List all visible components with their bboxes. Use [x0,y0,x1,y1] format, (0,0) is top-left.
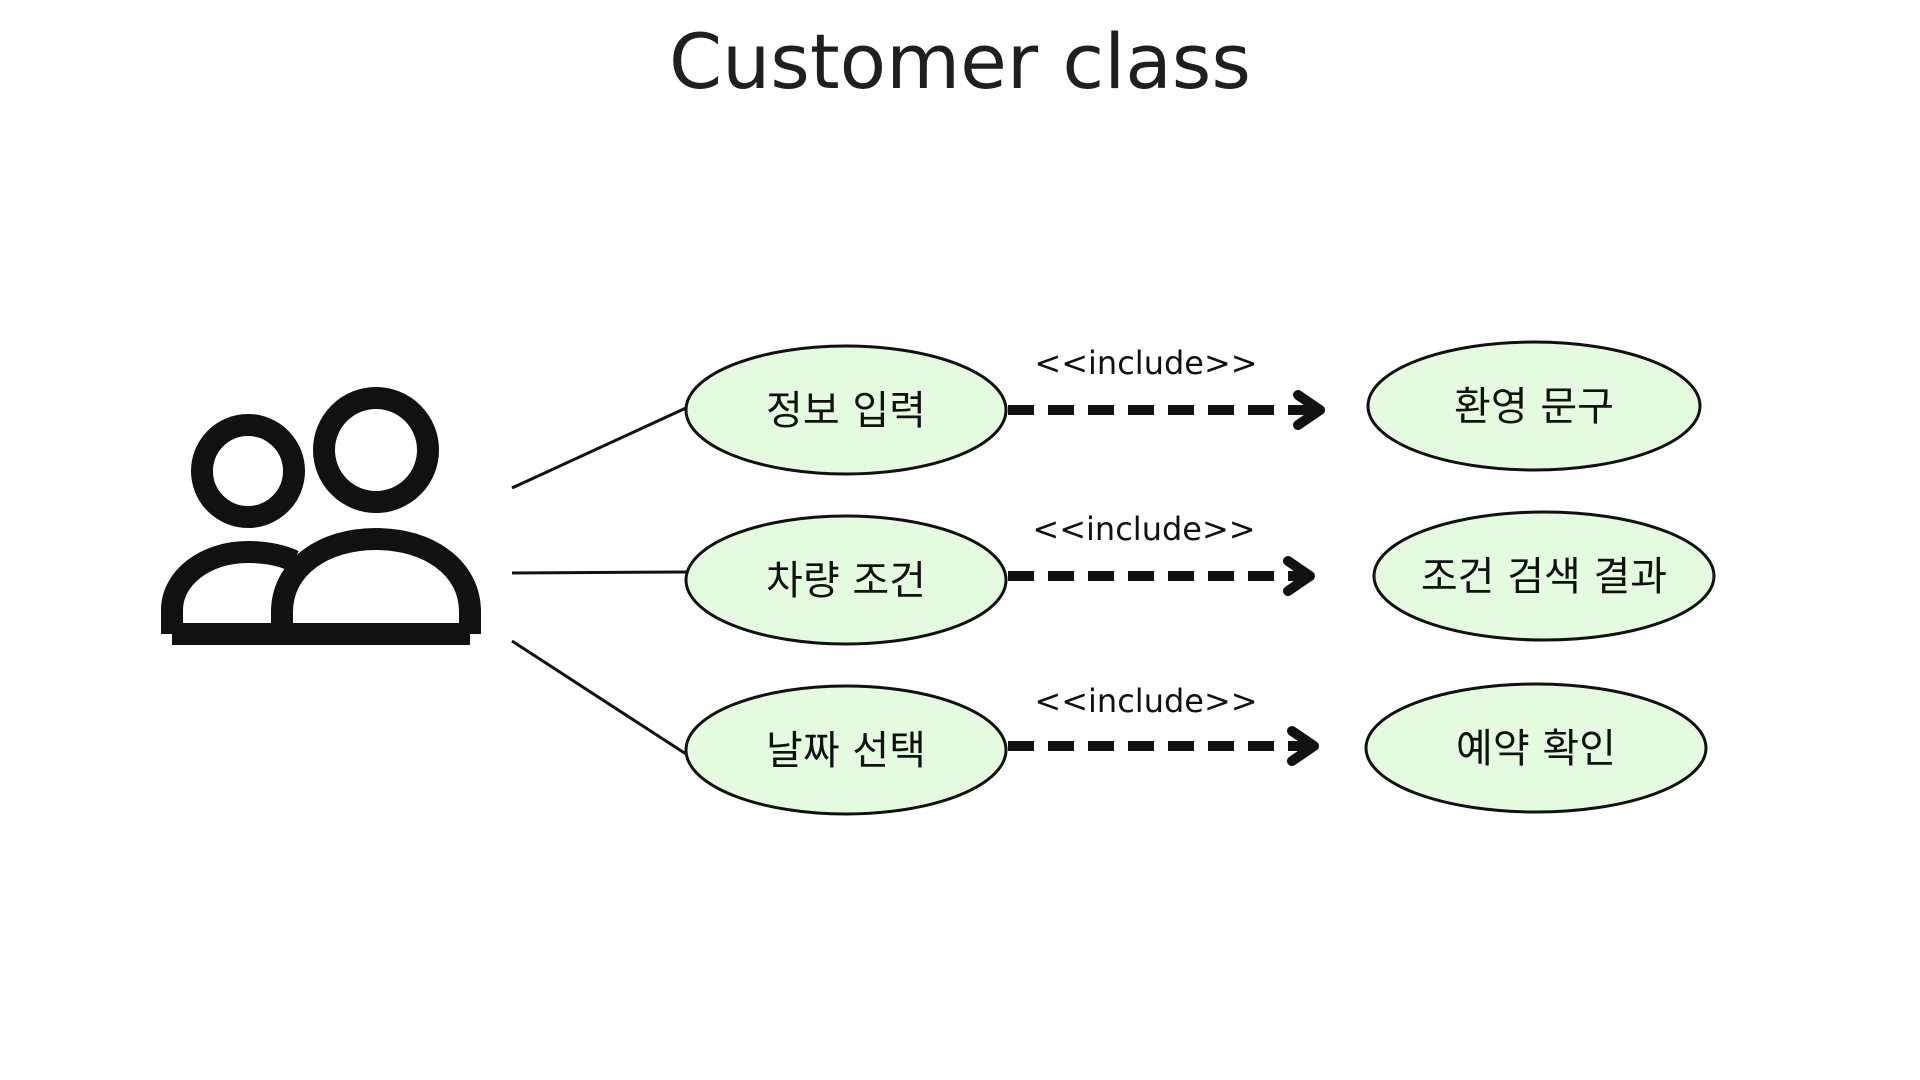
use-case-ellipse [1364,682,1708,814]
include-arrow-2: <<include>> [1008,510,1315,596]
included-use-case-2: 조건 검색 결과 [1372,510,1716,642]
use-case-ellipse [684,514,1008,646]
associations [511,406,687,756]
use-case-ellipse [684,344,1008,476]
use-case-3: 날짜 선택 [684,684,1008,816]
use-case-label: 환영 문구 [1454,384,1614,430]
arrow-head-icon [1293,390,1325,430]
association-line-2 [511,570,687,575]
association-line-1 [511,406,687,490]
use-case-label: 날짜 선택 [766,728,926,774]
include-label: <<include>> [1034,344,1257,382]
use-case-ellipse [684,684,1008,816]
include-arrow-1: <<include>> [1008,344,1325,430]
association-line-3 [511,639,687,756]
included-use-case-3: 예약 확인 [1364,682,1708,814]
include-arrow-3: <<include>> [1008,682,1319,766]
include-label: <<include>> [1032,510,1255,548]
arrow-head-icon [1283,556,1315,596]
use-case-1: 정보 입력 [684,344,1008,476]
use-case-label: 예약 확인 [1456,726,1616,772]
include-label: <<include>> [1034,682,1257,720]
arrow-head-icon [1287,726,1319,766]
diagram-title: Customer class [669,17,1251,106]
use-case-label: 차량 조건 [766,558,926,604]
use-case-label: 조건 검색 결과 [1421,554,1667,600]
use-case-2: 차량 조건 [684,514,1008,646]
use-case-label: 정보 입력 [766,388,926,434]
included-use-case-1: 환영 문구 [1366,340,1702,472]
users-icon [161,387,481,645]
use-case-ellipse [1366,340,1702,472]
use-case-ellipse [1372,510,1716,642]
